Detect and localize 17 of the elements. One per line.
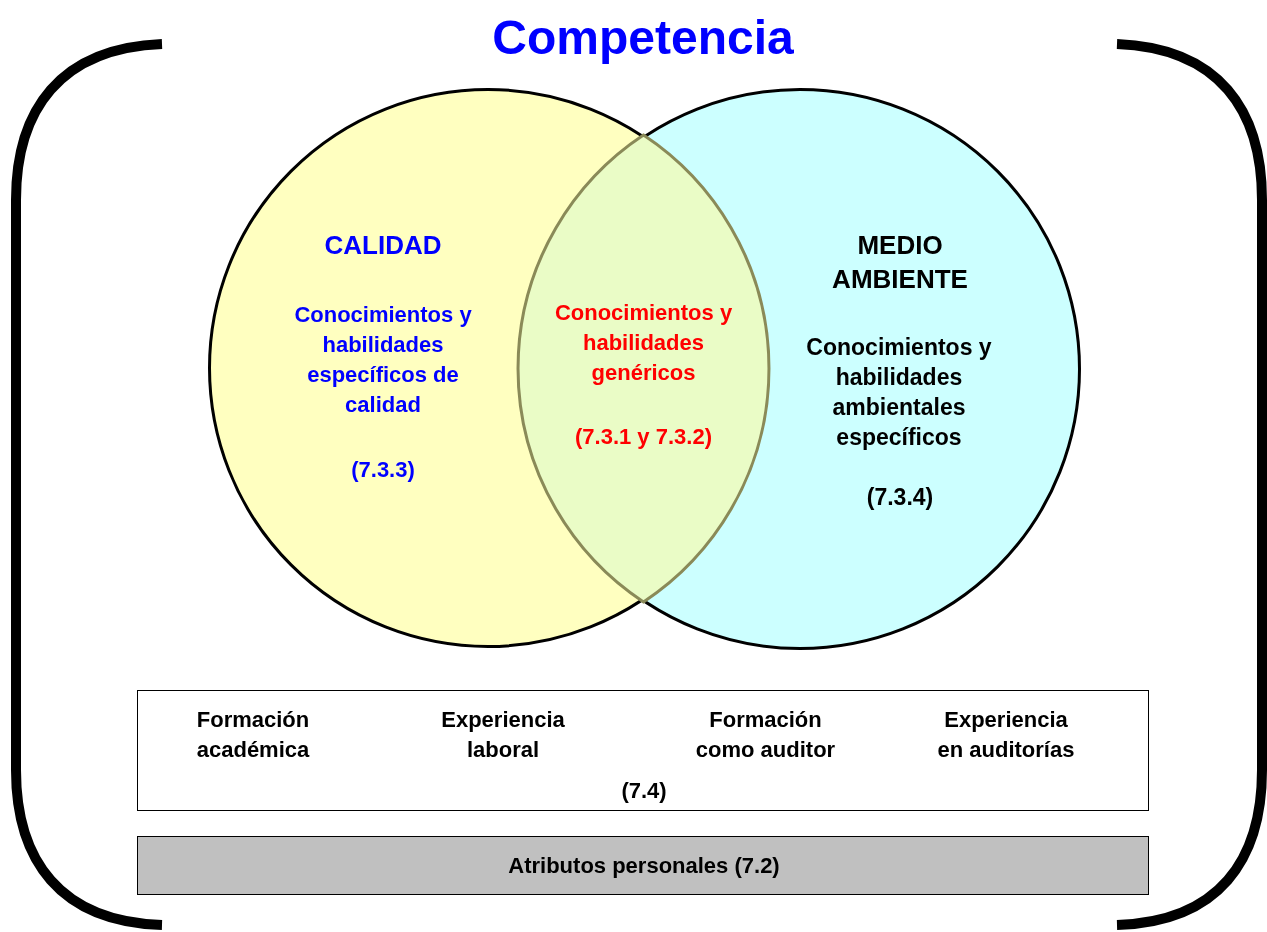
panel-item: Formación como auditor (694, 706, 837, 764)
panel-item: Formación académica (195, 706, 311, 764)
panel-item: Experiencia en auditorías (936, 706, 1076, 764)
info-panel (137, 690, 1149, 811)
circle-heading: MEDIO AMBIENTE (831, 229, 969, 296)
section-reference: (7.4) (620, 777, 668, 805)
attributes-bar (137, 836, 1149, 895)
circle-text: Conocimientos y habilidades específicos de calidad (293, 301, 473, 419)
circle-text: Conocimientos y habilidades ambientales específicos (805, 333, 993, 452)
section-reference: (7.3.3) (350, 456, 416, 484)
section-reference: (7.3.4) (865, 483, 935, 512)
overlap-text: Conocimientos y habilidades genéricos (553, 299, 734, 387)
section-reference: (7.3.1 y 7.3.2) (574, 423, 713, 451)
circle-heading: CALIDAD (323, 229, 443, 262)
title: Competencia (491, 10, 795, 66)
panel-item: Experiencia laboral (440, 706, 566, 764)
panel-text: Atributos personales (7.2) (507, 852, 781, 880)
